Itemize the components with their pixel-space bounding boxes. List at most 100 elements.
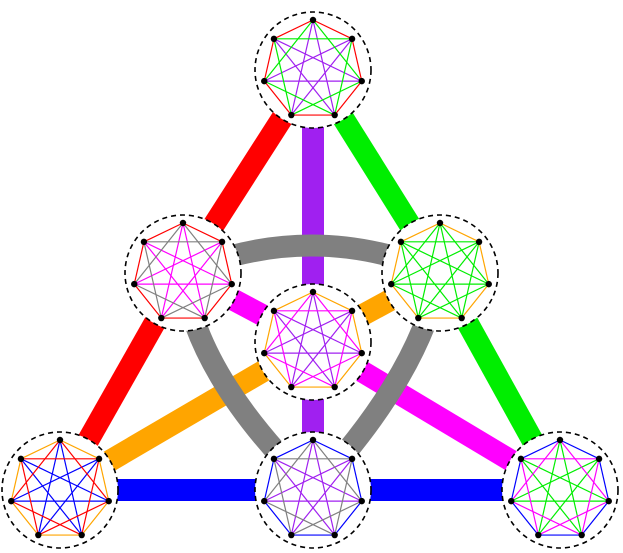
cluster-edge (143, 222, 184, 243)
cluster-vertex (331, 111, 338, 119)
cluster-edge (133, 283, 205, 319)
cluster-vertex (348, 307, 356, 315)
cluster-outline (254, 11, 372, 129)
cluster-edge (98, 458, 110, 502)
cluster-edge (263, 458, 275, 502)
cluster-edge (160, 222, 184, 319)
cluster-edge (20, 439, 61, 460)
cluster-outline (381, 214, 499, 332)
cluster-vertex (535, 531, 542, 539)
cluster-edge (510, 458, 600, 502)
cluster-edge (59, 439, 83, 536)
cluster-edge (312, 439, 363, 502)
cluster-edge (263, 310, 353, 354)
cluster-edge (263, 500, 292, 536)
cluster-edge (418, 283, 490, 319)
cluster-edge (10, 500, 39, 536)
cluster-edge (439, 222, 490, 285)
cluster-vertex (458, 314, 465, 322)
cluster-vertex (105, 497, 112, 505)
cluster-edge (291, 352, 363, 388)
cluster-vertex (436, 219, 444, 227)
cluster-edge (143, 241, 206, 319)
cluster-edge (273, 38, 292, 116)
cluster-edge (510, 500, 582, 536)
cluster-vertex (270, 35, 278, 43)
cluster-edge (520, 439, 561, 460)
cluster-edge (10, 458, 100, 502)
cluster-edge (461, 283, 490, 319)
cluster-vertex (508, 497, 515, 505)
cluster-vertex (309, 436, 317, 444)
cluster-edge (20, 458, 110, 502)
cluster-outline (501, 431, 619, 549)
cluster-vertex (288, 111, 295, 119)
cluster-edge (273, 458, 363, 502)
cluster-edge (291, 80, 363, 116)
cluster-vertex (56, 436, 64, 444)
cluster-edge (263, 291, 314, 354)
cluster-edge (390, 283, 462, 319)
cluster-vertex (415, 314, 422, 322)
cluster-edge (478, 241, 490, 285)
cluster-edge (273, 310, 292, 388)
cluster-vertex (179, 219, 187, 227)
cluster-edge (204, 283, 233, 319)
cluster-edge (351, 458, 363, 502)
cluster-edge (263, 310, 275, 354)
cluster-vertex (578, 531, 585, 539)
cluster-edge (263, 352, 292, 388)
cluster-vertex (140, 238, 148, 246)
cluster-edge (290, 310, 353, 388)
cluster-edge (273, 310, 363, 354)
cluster-edge (59, 439, 110, 502)
cluster-edge (312, 439, 353, 460)
cluster-vertex (95, 455, 103, 463)
cluster-outline (254, 431, 372, 549)
cluster-edge (10, 458, 22, 502)
cluster-edge (273, 310, 336, 388)
cluster-edge (143, 241, 233, 285)
cluster-edge (273, 38, 336, 116)
cluster-edge (559, 439, 600, 460)
cluster-vertex (517, 455, 525, 463)
cluster-edge (559, 439, 583, 536)
cluster-edge (520, 458, 539, 536)
cluster-edge (133, 222, 184, 285)
cluster-vertex (309, 16, 317, 24)
cluster-edge (182, 222, 233, 285)
cluster-edge (439, 222, 480, 243)
cluster-edge (290, 439, 314, 536)
cluster-edge (37, 458, 100, 536)
cluster-edge (133, 241, 223, 285)
cluster-edge (20, 458, 39, 536)
cluster-vertex (397, 238, 405, 246)
cluster-vertex (288, 383, 295, 391)
cluster-edge (461, 241, 480, 319)
cluster-vertex (261, 349, 268, 357)
cluster-vertex (358, 497, 365, 505)
cluster-edge (81, 458, 100, 536)
cluster-top (254, 11, 372, 129)
cluster-edge (273, 291, 314, 312)
cluster-edge (10, 439, 61, 502)
cluster-edge (312, 19, 336, 116)
cluster-edge (520, 458, 610, 502)
cluster-edge (390, 283, 419, 319)
cluster-vertex (485, 280, 492, 288)
cluster-edge (133, 241, 145, 285)
cluster-edge (390, 241, 480, 285)
cluster-edge (312, 19, 353, 40)
cluster-vertex (131, 280, 138, 288)
cluster-vertex (201, 314, 208, 322)
cluster-center (254, 283, 372, 401)
cluster-vertex (358, 349, 365, 357)
cluster-edge (221, 241, 233, 285)
cluster-vertex (288, 531, 295, 539)
cluster-edge (400, 241, 463, 319)
cluster-edge (351, 310, 363, 354)
cluster-edge (559, 439, 610, 502)
cluster-edge (273, 458, 292, 536)
cluster-vertex (218, 238, 226, 246)
cluster-edge (334, 310, 353, 388)
